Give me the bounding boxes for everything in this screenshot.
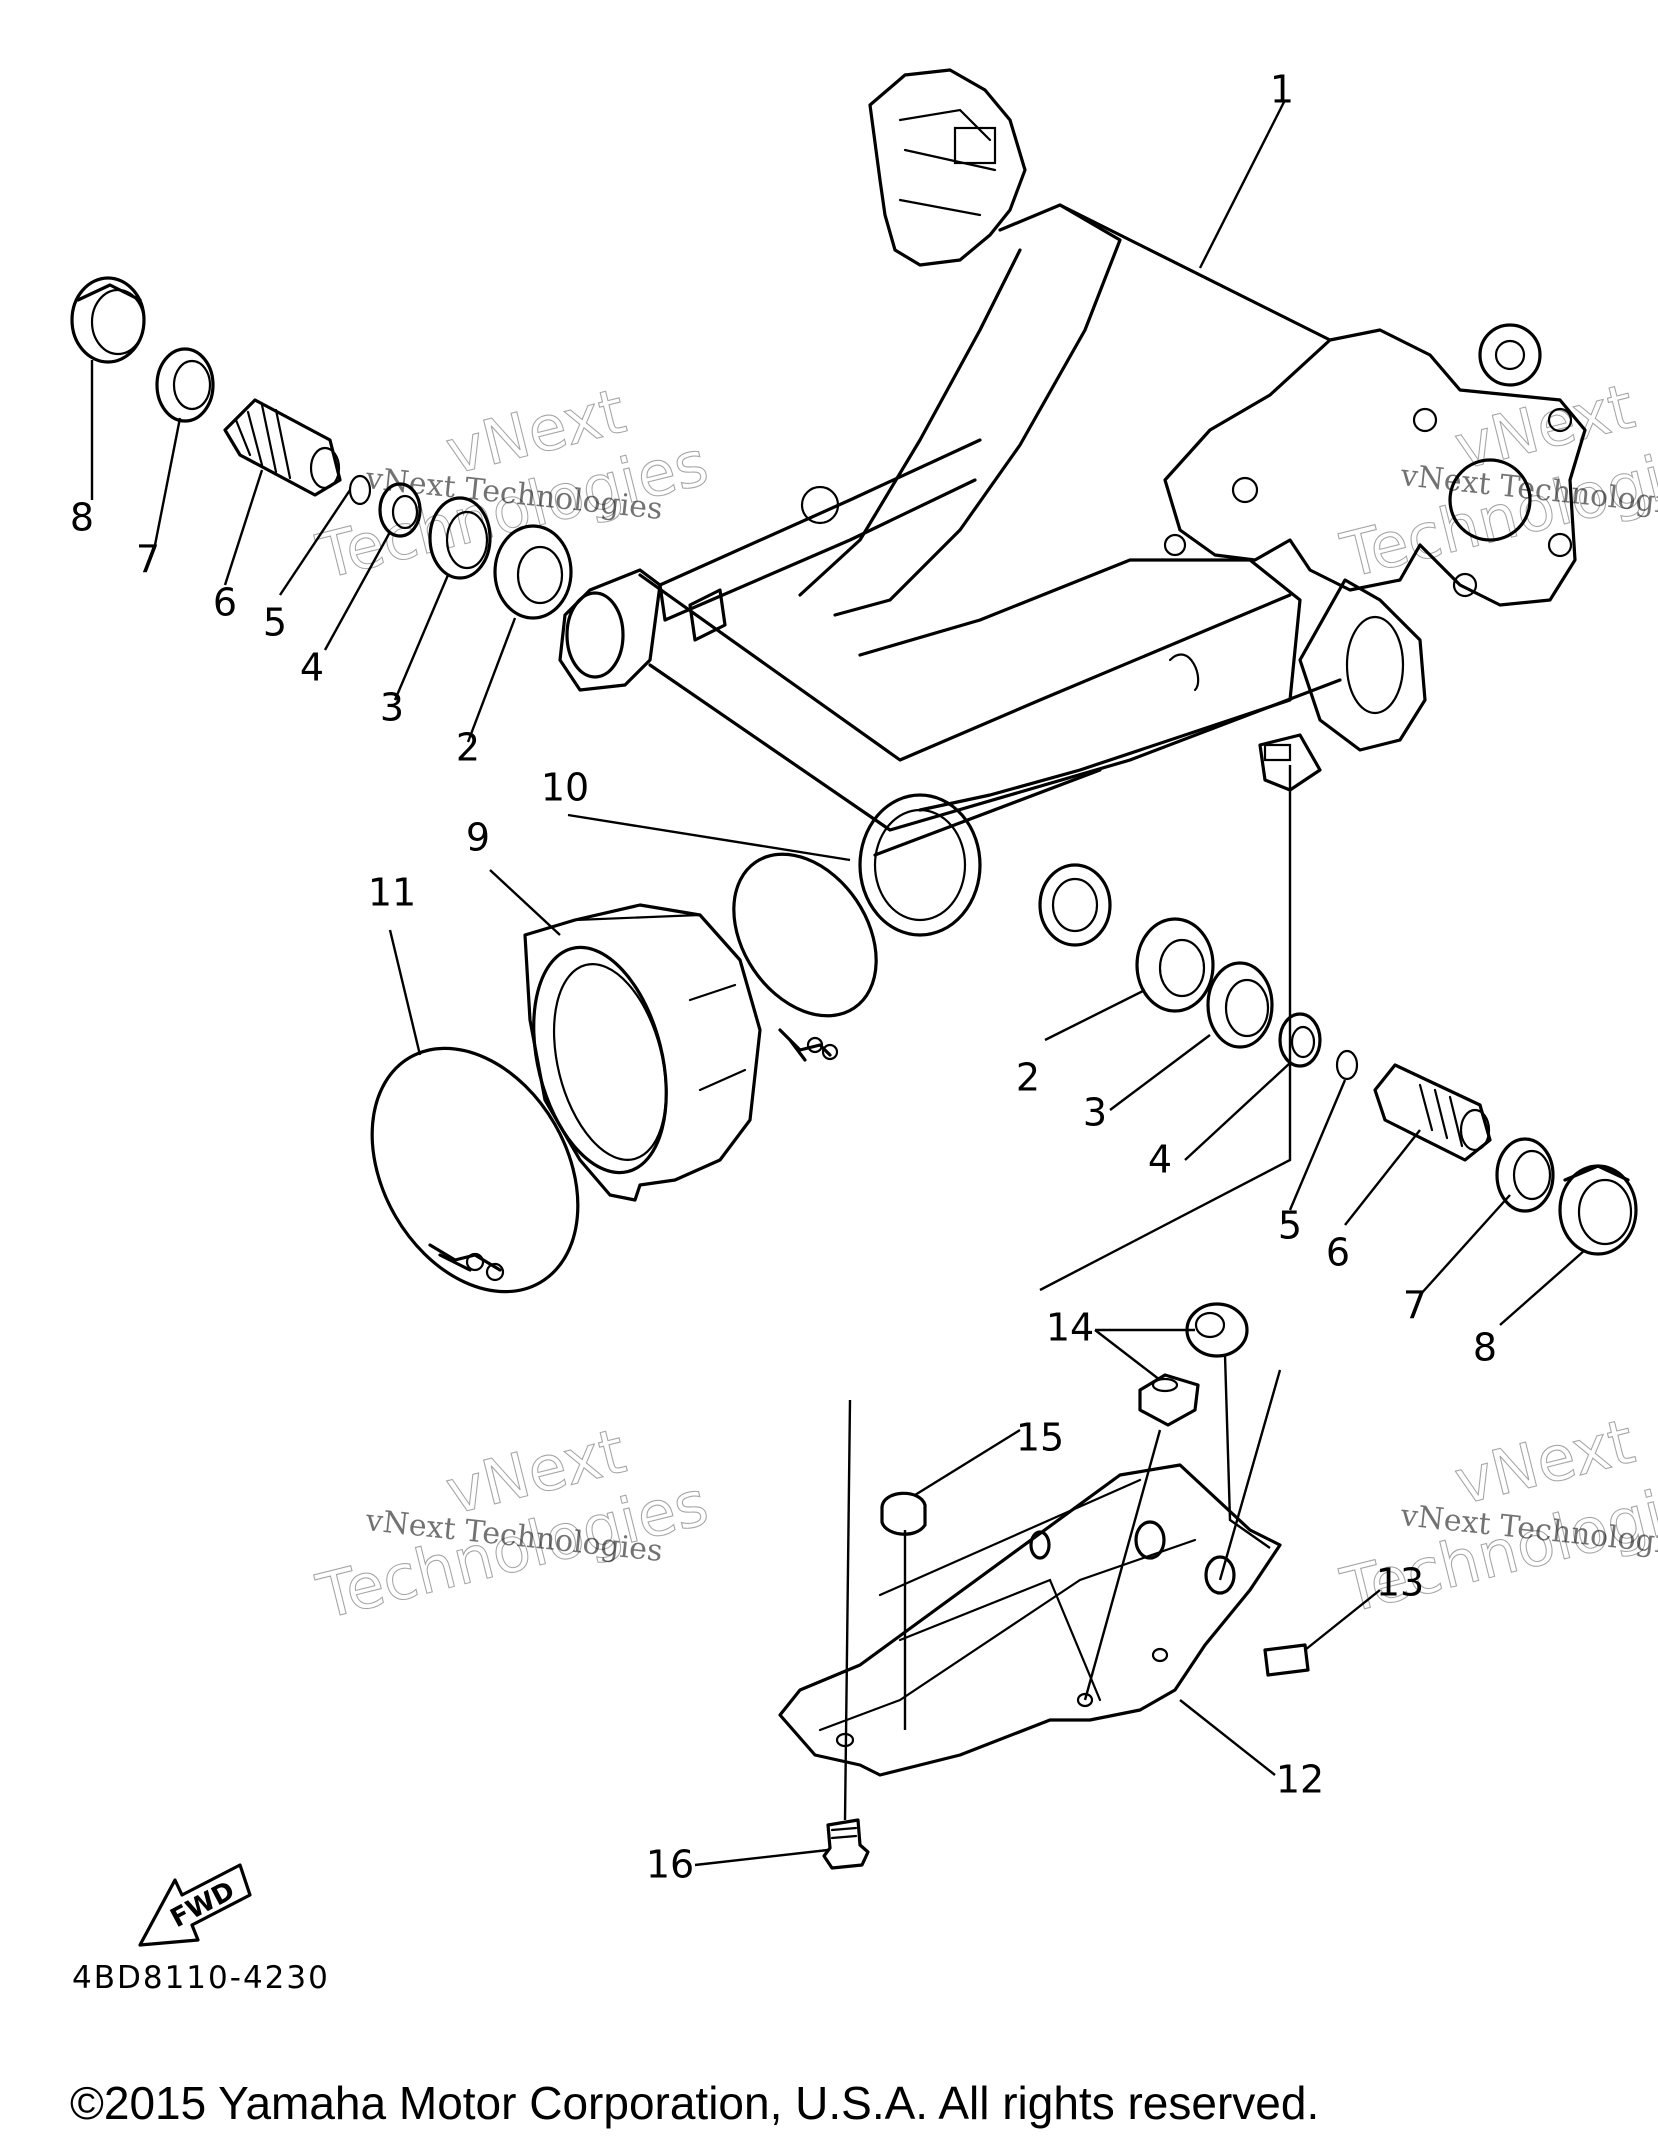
- callout-14: 14: [1046, 1306, 1094, 1350]
- callout-11: 11: [368, 871, 416, 915]
- callout-6-right: 6: [1326, 1231, 1350, 1275]
- callout-15: 15: [1016, 1416, 1064, 1460]
- leader-lines: [90, 99, 1586, 1867]
- callout-2-right: 2: [1016, 1056, 1040, 1100]
- guard-assembly: [778, 1302, 1310, 1870]
- right-pivot-parts: [1135, 917, 1638, 1256]
- callout-5-right: 5: [1278, 1204, 1302, 1248]
- callout-6-left: 6: [213, 581, 237, 625]
- copyright-notice: ©2015 Yamaha Motor Corporation, U.S.A. A…: [70, 2077, 1320, 2129]
- callout-7-left: 7: [136, 538, 160, 582]
- fwd-arrow: FWD: [138, 1863, 252, 1947]
- callout-2-left: 2: [456, 726, 480, 770]
- callout-4-left: 4: [300, 646, 324, 690]
- left-pivot-parts: [70, 276, 573, 620]
- callout-3-right: 3: [1083, 1091, 1107, 1135]
- watermarks: vNext Technologies vNext Technologies vN…: [309, 369, 1658, 1634]
- swingarm: [558, 68, 1587, 947]
- callout-13: 13: [1376, 1561, 1424, 1605]
- callout-10: 10: [541, 766, 589, 810]
- callout-9: 9: [466, 816, 490, 860]
- callout-numbers: 1 8 7 6 5 4 3 2 10 9 11 2 3 4 5 6 7 8 14…: [70, 68, 1497, 1887]
- callout-12: 12: [1276, 1758, 1324, 1802]
- callout-16: 16: [646, 1843, 694, 1887]
- callout-4-right: 4: [1148, 1138, 1172, 1182]
- callout-1: 1: [1270, 68, 1294, 112]
- callout-5-left: 5: [263, 601, 287, 645]
- callout-8-right: 8: [1473, 1326, 1497, 1370]
- callout-8-left: 8: [70, 496, 94, 540]
- callout-7-right: 7: [1403, 1284, 1427, 1328]
- callout-3-left: 3: [380, 686, 404, 730]
- boot-and-bands: [370, 852, 878, 1294]
- drawing-code: 4BD8110-4230: [72, 1960, 330, 1996]
